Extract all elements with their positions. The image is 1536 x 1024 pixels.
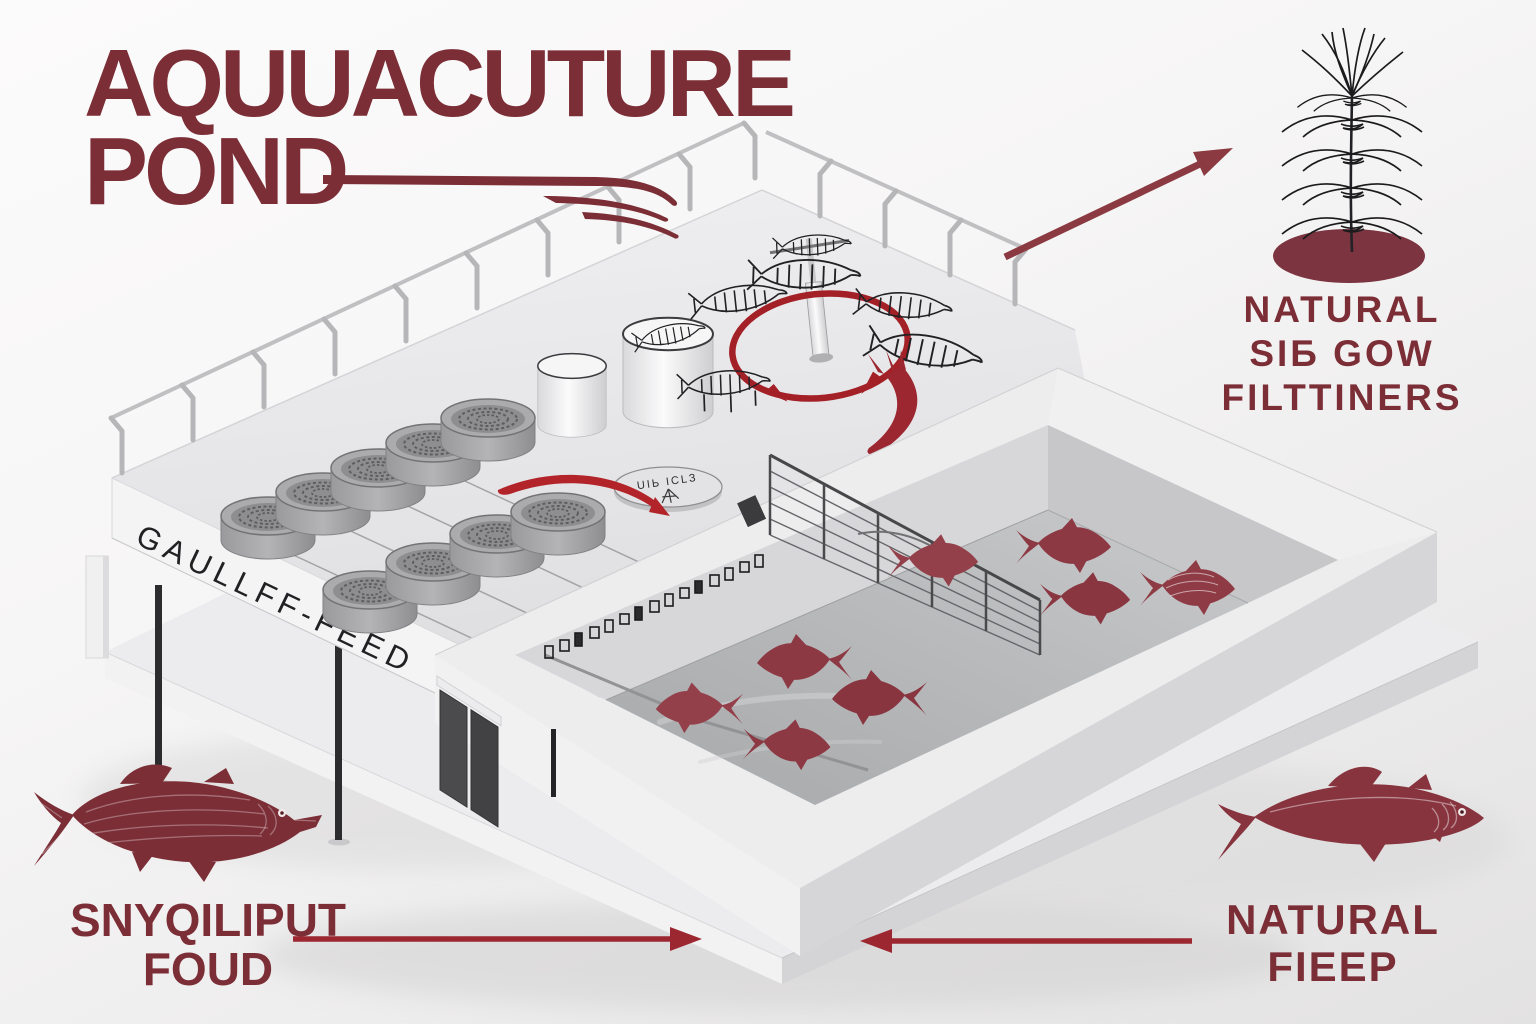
- feed-arrow: [860, 929, 1192, 953]
- fish-silhouette-icon: [1218, 766, 1484, 862]
- food-arrow: [293, 927, 702, 951]
- feeder-basket: [440, 398, 536, 462]
- water-plant-icon: [1273, 27, 1425, 283]
- filters-arrow: [1003, 148, 1233, 261]
- title-line-1: AQUUACUTURE: [84, 30, 796, 137]
- wall-pipe: [551, 729, 556, 797]
- annotation-arrows: [293, 148, 1233, 953]
- pond-door: [436, 675, 502, 828]
- pond-basin: [434, 367, 1438, 956]
- title-line-2: POND: [84, 118, 349, 225]
- etched-fish-icon: [34, 764, 322, 882]
- deck-railing: [111, 123, 1026, 473]
- callout-food: SNYQILIPUT FOUD: [69, 894, 347, 995]
- title-swoosh-arrow: [323, 175, 679, 239]
- flow-arrows: [497, 350, 918, 516]
- access-hatch: UIЬ ICLЗ: [613, 466, 723, 512]
- pond-fence: [737, 453, 1042, 656]
- callout-feed: NATURAL FIEEP: [1226, 896, 1440, 990]
- callout-filters: NATURAL SIБ GOW FILTTINERS: [1221, 289, 1463, 418]
- storage-tank: [537, 352, 607, 439]
- wall-vents: [544, 554, 764, 659]
- storage-tank: [622, 316, 714, 429]
- aerator-ring: [729, 238, 911, 402]
- fish-sketches: [630, 256, 986, 413]
- page-title: AQUUACUTURE POND: [84, 30, 796, 225]
- feeder-basket: [510, 492, 606, 556]
- support-column: [85, 555, 109, 659]
- pond-fish-group: [655, 518, 1235, 772]
